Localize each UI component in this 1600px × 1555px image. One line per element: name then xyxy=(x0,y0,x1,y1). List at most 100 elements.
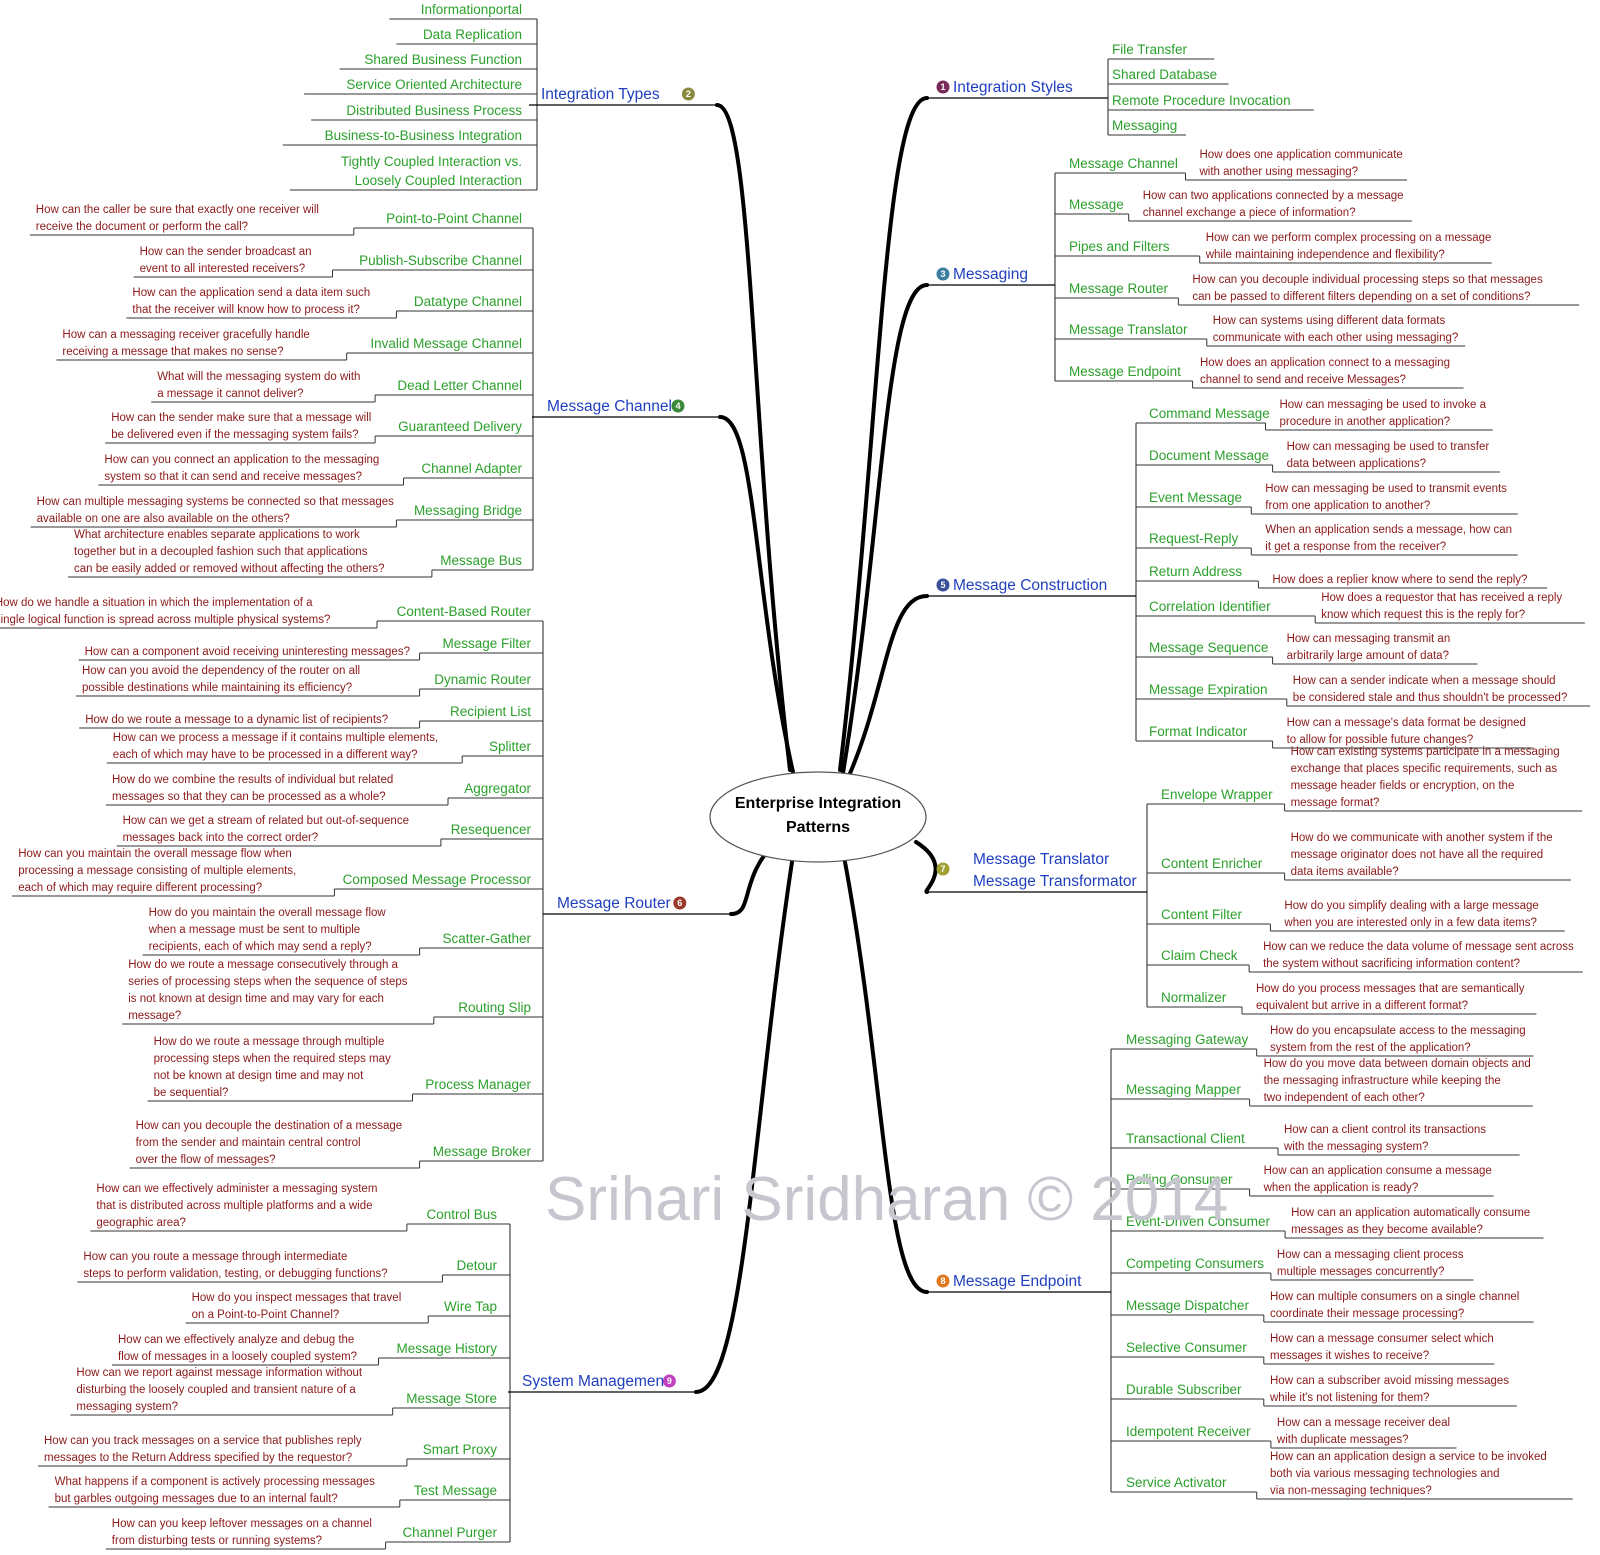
node-data-replication[interactable]: Data Replication xyxy=(396,27,537,45)
node-business-to-business-integration[interactable]: Business-to-Business Integration xyxy=(282,128,537,146)
question-text: How can you keep leftover messages on a … xyxy=(112,1518,372,1547)
node-file-transfer[interactable]: File Transfer xyxy=(1108,42,1215,60)
question-text: How can we effectively administer a mess… xyxy=(96,1183,377,1229)
connector-lines xyxy=(509,19,1148,1542)
leaf-label: Polling Consumer xyxy=(1126,1172,1233,1187)
node-service-oriented-architecture[interactable]: Service Oriented Architecture xyxy=(304,77,537,95)
node-remote-procedure-invocation[interactable]: Remote Procedure Invocation xyxy=(1108,93,1314,111)
node-datatype-channel[interactable]: Datatype Channel How can the application … xyxy=(126,287,533,319)
node-shared-database[interactable]: Shared Database xyxy=(1108,67,1229,85)
leaf-label: Claim Check xyxy=(1161,948,1238,963)
node-messaging[interactable]: Messaging xyxy=(1108,118,1186,136)
branch-connector xyxy=(914,840,938,894)
leaf-label: Selective Consumer xyxy=(1126,1340,1247,1355)
question-text: How can you track messages on a service … xyxy=(44,1435,362,1464)
node-distributed-business-process[interactable]: Distributed Business Process xyxy=(311,103,537,121)
question-text: How do we communicate with another syste… xyxy=(1291,832,1553,878)
node-informationportal[interactable]: Informationportal xyxy=(389,2,537,20)
question-text: How can the application send a data item… xyxy=(132,287,370,316)
svg-text:4: 4 xyxy=(675,401,680,411)
leaf-label: Message Store xyxy=(406,1391,497,1406)
question-text: How do we combine the results of individ… xyxy=(112,774,393,803)
question-text: How do you simplify dealing with a large… xyxy=(1283,900,1538,929)
node-shared-business-function[interactable]: Shared Business Function xyxy=(339,52,537,70)
question-text: How can you decouple the destination of … xyxy=(136,1120,403,1166)
question-text: How do you maintain the overall message … xyxy=(148,907,387,953)
node-tightly-coupled-interaction-vs-loosely-coupled-interaction[interactable]: Tightly Coupled Interaction vs.Loosely C… xyxy=(289,154,537,191)
question-text: How can you route a message through inte… xyxy=(83,1251,387,1280)
leaf-label: Datatype Channel xyxy=(414,294,522,309)
